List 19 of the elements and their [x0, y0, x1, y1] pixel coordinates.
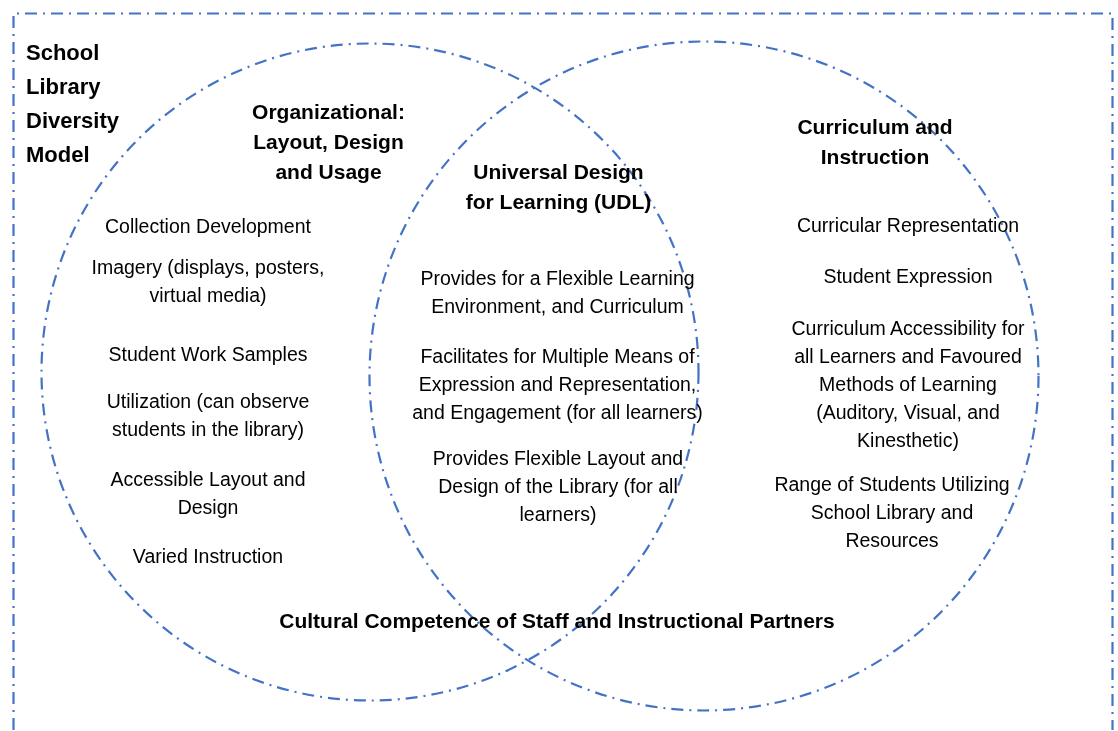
- item-text: Facilitates for Multiple Means of Expression and Representation, and Engagement (for all learners): [411, 344, 704, 425]
- item-text: Provides for a Flexible Learning Environment, and Curriculum: [419, 266, 696, 319]
- heading-text: Universal Design for Learning (UDL): [464, 159, 653, 215]
- item-text: Varied Instruction: [131, 544, 285, 569]
- item-text: Imagery (displays, posters, virtual media): [90, 255, 326, 308]
- item-text: Collection Development: [104, 214, 312, 239]
- item-text: Student Work Samples: [107, 342, 309, 367]
- item-text: Curriculum Accessibility for all Learners and Favoured Methods of Learning (Auditory, Visual, and Kinesthetic): [790, 316, 1026, 453]
- item-text: Curricular Representation: [795, 213, 1021, 238]
- item-text: Range of Students Utilizing School Library and Resources: [773, 472, 1011, 553]
- frame-border: [12, 12, 1114, 731]
- item-text: Utilization (can observe students in the library): [105, 389, 311, 442]
- heading-text: Curriculum and Instruction: [796, 114, 954, 170]
- item-text: Provides Flexible Layout and Design of the Library (for all learners): [431, 446, 685, 527]
- heading-text: Organizational: Layout, Design and Usage: [251, 99, 406, 185]
- heading-text: Cultural Competence of Staff and Instructional Partners: [278, 608, 836, 634]
- item-text: Student Expression: [822, 264, 994, 289]
- item-text: Accessible Layout and Design: [109, 467, 307, 520]
- heading-text: School Library Diversity Model: [26, 39, 120, 169]
